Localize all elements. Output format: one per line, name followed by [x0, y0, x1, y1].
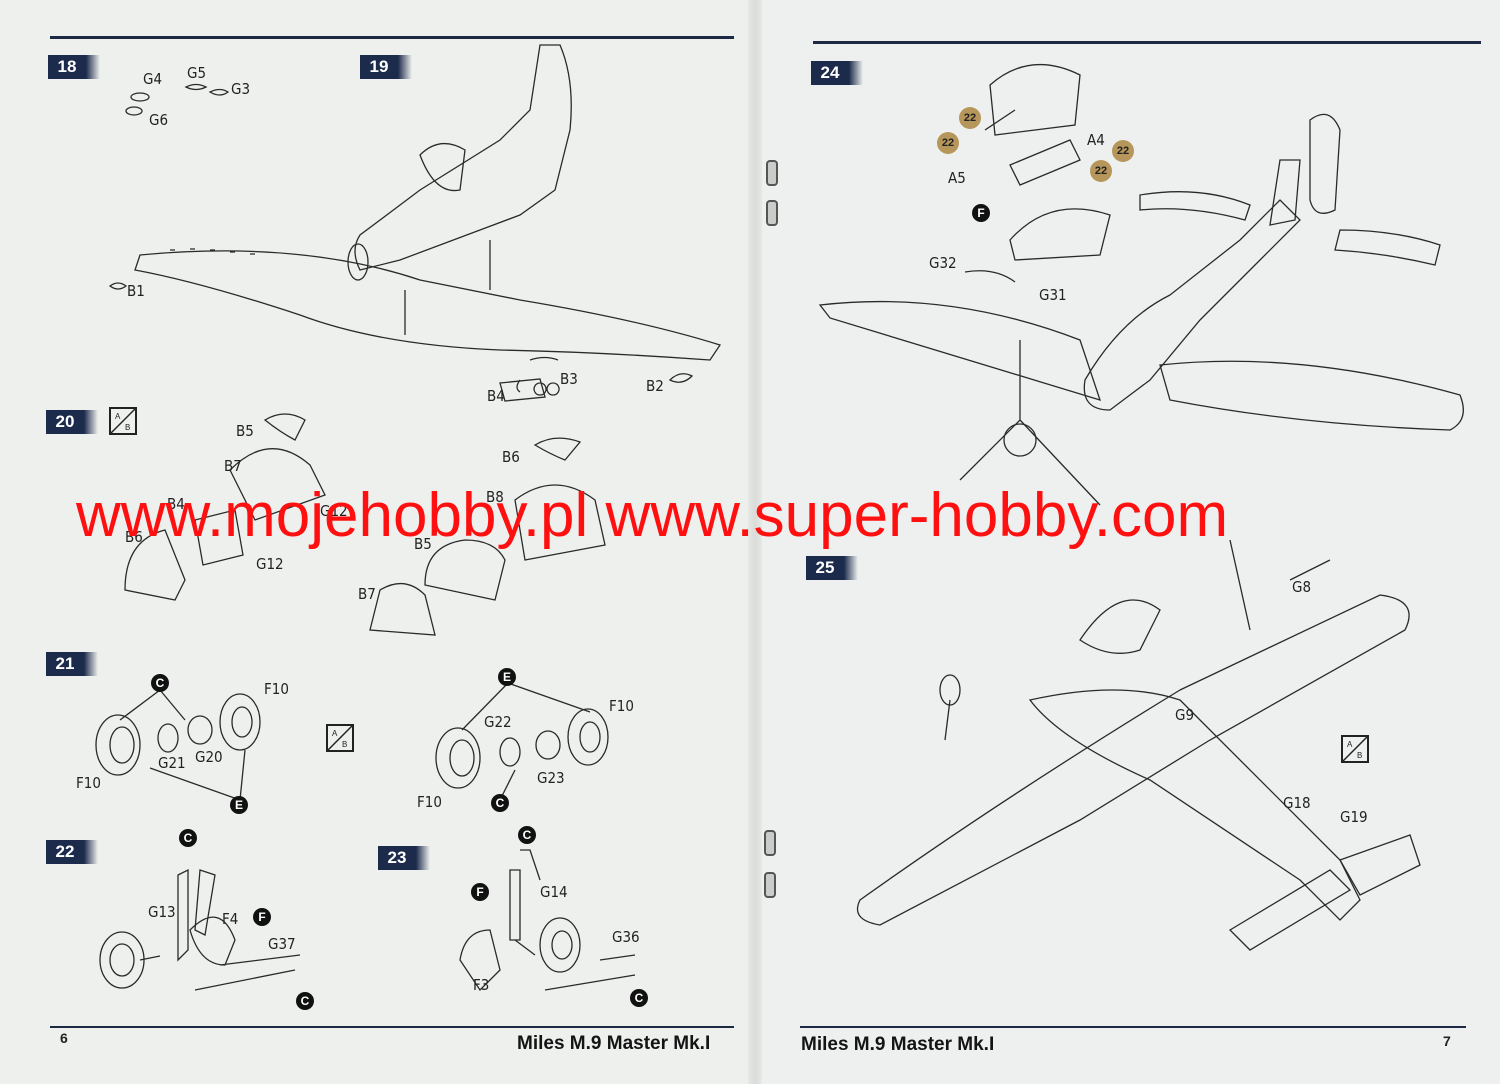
part-label: F10 [609, 697, 634, 715]
step-badge-19: 19 [360, 55, 412, 79]
part-marker: C [518, 826, 536, 844]
part-label: B5 [236, 422, 254, 440]
reference-step-badge: 22 [937, 132, 959, 154]
part-marker: C [296, 992, 314, 1010]
part-label: B5 [414, 535, 432, 553]
part-label: G20 [195, 748, 223, 766]
part-label: G12 [256, 555, 284, 573]
part-label: G3 [231, 80, 251, 98]
part-label: A4 [1087, 131, 1105, 149]
part-label: G36 [612, 928, 640, 946]
step-badge-24: 24 [811, 61, 863, 85]
part-label: G5 [187, 64, 207, 82]
part-marker: E [230, 796, 248, 814]
part-label: G21 [158, 754, 186, 772]
part-label: B6 [502, 448, 520, 466]
step22-leg [99, 868, 301, 991]
svg-text:B: B [125, 423, 130, 432]
part-marker: F [253, 908, 271, 926]
page-number-right: 7 [1443, 1033, 1451, 1049]
part-label: G9 [1175, 706, 1195, 724]
step25-aircraft [856, 539, 1421, 951]
part-label: B1 [127, 282, 145, 300]
step-badge-18: 18 [48, 55, 100, 79]
part-label: A5 [948, 169, 966, 187]
part-marker: C [491, 794, 509, 812]
step23-leg [459, 849, 636, 992]
svg-text:B: B [1357, 751, 1362, 760]
part-label: B4 [167, 495, 185, 513]
svg-text:A: A [1347, 740, 1353, 749]
part-label: G19 [1340, 808, 1368, 826]
staple [766, 160, 778, 186]
staple [764, 872, 776, 898]
part-label: B7 [224, 457, 242, 475]
watermark-text: www.mojehobby.pl www.super-hobby.com [76, 481, 1229, 550]
book-gutter [748, 0, 762, 1084]
footer-title-right: Miles M.9 Master Mk.I [801, 1034, 995, 1055]
part-label: F4 [222, 910, 239, 928]
part-label: B2 [646, 377, 664, 395]
right-footer-rule [800, 1026, 1466, 1028]
svg-text:B: B [342, 740, 347, 749]
part-marker: F [471, 883, 489, 901]
part-label: G14 [540, 883, 568, 901]
part-label: G31 [1039, 286, 1067, 304]
step-badge-20: 20 [46, 410, 98, 434]
svg-text:A: A [115, 412, 121, 421]
right-header-rule [813, 41, 1481, 44]
part-marker: C [179, 829, 197, 847]
part-label: B6 [125, 528, 143, 546]
part-marker: C [151, 674, 169, 692]
step-badge-25: 25 [806, 556, 858, 580]
part-label: G32 [929, 254, 957, 272]
part-label: B3 [560, 370, 578, 388]
step-badge-22: 22 [46, 840, 98, 864]
part-label: F10 [417, 793, 442, 811]
staple [766, 200, 778, 226]
left-footer-rule [50, 1026, 734, 1028]
reference-step-badge: 22 [959, 107, 981, 129]
step-badge-23: 23 [378, 846, 430, 870]
part-label: B4 [487, 387, 505, 405]
part-label: G18 [1283, 794, 1311, 812]
part-label: G6 [149, 111, 169, 129]
part-label: G13 [148, 903, 176, 921]
part-marker: C [630, 989, 648, 1007]
part-label: G8 [1292, 578, 1312, 596]
part-label: G12 [320, 502, 348, 520]
right-page [755, 0, 1500, 1084]
svg-text:A: A [332, 729, 338, 738]
part-label: G23 [537, 769, 565, 787]
part-label: F10 [76, 774, 101, 792]
left-page [0, 0, 755, 1084]
part-label: F10 [264, 680, 289, 698]
step-badge-21: 21 [46, 652, 98, 676]
part-label: G22 [484, 713, 512, 731]
left-header-rule [50, 36, 734, 39]
step24-aircraft [818, 64, 1464, 506]
page-number-left: 6 [60, 1030, 68, 1046]
reference-step-badge: 22 [1090, 160, 1112, 182]
step19-aircraft [108, 44, 722, 402]
part-label: G4 [143, 70, 163, 88]
part-label: B8 [486, 488, 504, 506]
step18-parts [125, 83, 230, 116]
part-label: F3 [473, 976, 490, 994]
footer-title-left: Miles M.9 Master Mk.I [517, 1033, 711, 1054]
staple [764, 830, 776, 856]
step21-wheels [95, 682, 609, 801]
part-label: B7 [358, 585, 376, 603]
step20-canopies [124, 413, 606, 636]
part-marker: F [972, 204, 990, 222]
part-marker: E [498, 668, 516, 686]
part-label: G37 [268, 935, 296, 953]
reference-step-badge: 22 [1112, 140, 1134, 162]
